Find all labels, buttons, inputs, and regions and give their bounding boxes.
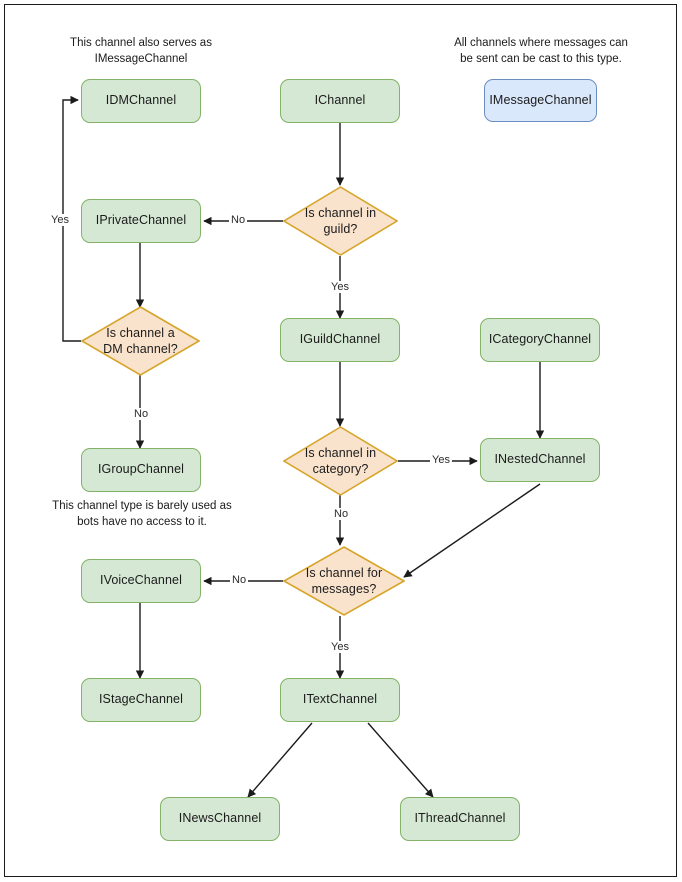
node-inews-channel[interactable]: INewsChannel bbox=[160, 797, 280, 841]
decision-is-channel-for-messages[interactable]: Is channel for messages? bbox=[283, 546, 405, 616]
diamond-shape bbox=[283, 426, 398, 496]
node-itext-channel[interactable]: ITextChannel bbox=[280, 678, 400, 722]
node-imessage-channel[interactable]: IMessageChannel bbox=[484, 79, 597, 122]
edge-itextchannel-to-inewschannel bbox=[247, 722, 313, 798]
edge-label-guild-no: No bbox=[229, 214, 248, 227]
node-iguild-channel[interactable]: IGuildChannel bbox=[280, 318, 400, 362]
node-inested-channel[interactable]: INestedChannel bbox=[480, 438, 600, 482]
decision-dm-line2: DM channel? bbox=[103, 342, 178, 356]
edge-inestedchannel-to-messages-decision bbox=[403, 483, 541, 578]
edge-label-messages-no: No bbox=[230, 574, 249, 587]
edge-label-guild-yes: Yes bbox=[329, 281, 351, 294]
decision-guild-line1: Is channel in bbox=[304, 205, 377, 220]
node-ivoice-channel[interactable]: IVoiceChannel bbox=[81, 559, 201, 603]
note-dm-channel: This channel also serves as IMessageChan… bbox=[70, 37, 212, 65]
decision-is-channel-dm[interactable]: Is channel a DM channel? bbox=[81, 306, 200, 376]
node-idm-channel[interactable]: IDMChannel bbox=[81, 79, 201, 123]
decision-messages-line1: Is channel for bbox=[305, 565, 383, 580]
edge-label-dm-yes: Yes bbox=[49, 214, 71, 227]
node-igroup-channel[interactable]: IGroupChannel bbox=[81, 448, 201, 492]
edge-label-category-no: No bbox=[332, 508, 351, 521]
decision-is-channel-in-category[interactable]: Is channel in category? bbox=[283, 426, 398, 496]
diamond-shape bbox=[283, 186, 398, 256]
edge-itextchannel-to-ithreadchannel bbox=[367, 722, 434, 798]
decision-dm-line1: Is channel a bbox=[106, 325, 175, 340]
diamond-shape bbox=[283, 546, 405, 616]
diamond-shape bbox=[81, 306, 200, 376]
decision-category-line1: Is channel in bbox=[304, 445, 377, 460]
decision-guild-line2: guild? bbox=[323, 222, 358, 236]
node-iprivate-channel[interactable]: IPrivateChannel bbox=[81, 199, 201, 243]
node-icategory-channel[interactable]: ICategoryChannel bbox=[480, 318, 600, 362]
edge-label-dm-no: No bbox=[132, 408, 151, 421]
decision-category-line2: category? bbox=[312, 462, 369, 476]
decision-messages-line2: messages? bbox=[311, 582, 377, 596]
note-group-channel: This channel type is barely used as bots… bbox=[52, 500, 232, 528]
edge-label-category-yes: Yes bbox=[430, 454, 452, 467]
node-ichannel[interactable]: IChannel bbox=[280, 79, 400, 123]
node-ithread-channel[interactable]: IThreadChannel bbox=[400, 797, 520, 841]
node-istage-channel[interactable]: IStageChannel bbox=[81, 678, 201, 722]
note-message-channel: All channels where messages can be sent … bbox=[454, 37, 628, 65]
edge-label-messages-yes: Yes bbox=[329, 641, 351, 654]
decision-is-channel-in-guild[interactable]: Is channel in guild? bbox=[283, 186, 398, 256]
